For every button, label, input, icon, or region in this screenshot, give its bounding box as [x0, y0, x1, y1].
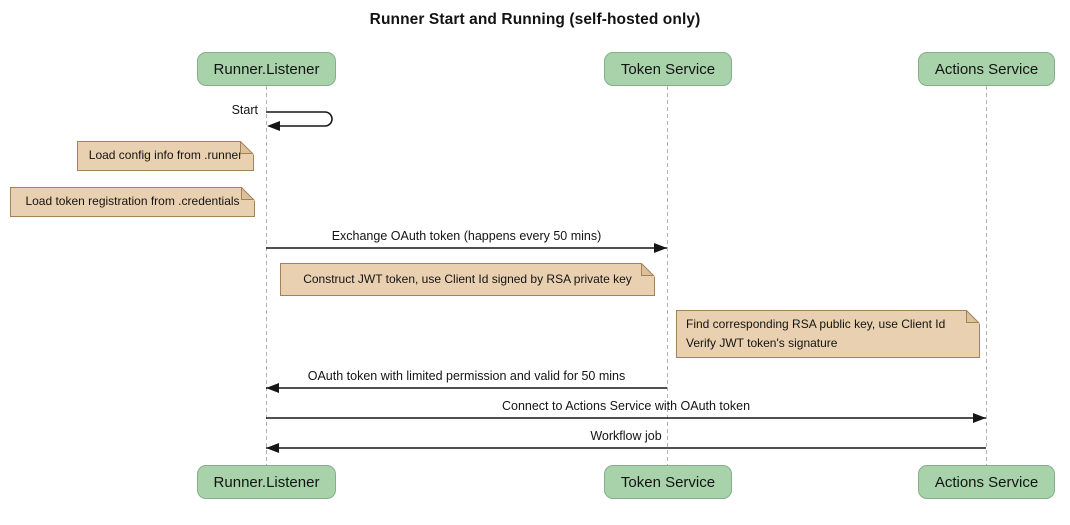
note-text: Load token registration from .credential… — [25, 194, 240, 209]
participant-bottom-runner-listener: Runner.Listener — [197, 465, 336, 499]
participant-bottom-token-service: Token Service — [604, 465, 732, 499]
message-label-start: Start — [231, 103, 258, 117]
self-message-loop — [266, 111, 333, 127]
message-label-workflow-job: Workflow job — [590, 429, 662, 443]
note-fold-corner-icon — [240, 141, 254, 155]
participant-top-token-service: Token Service — [604, 52, 732, 86]
note-fold-corner-icon — [241, 187, 255, 201]
note-fold-corner-icon — [641, 263, 655, 277]
note-fold-corner-icon — [966, 310, 980, 324]
participant-label: Token Service — [620, 473, 716, 491]
note-load-token-registration-from-credentials: Load token registration from .credential… — [10, 187, 255, 217]
message-label-connect-to-actions-service-with-oauth-token: Connect to Actions Service with OAuth to… — [501, 399, 751, 413]
note-text: Find corresponding RSA public key, use C… — [686, 316, 946, 350]
message-label-oauth-token-with-limited-permission-and-valid-for-50-mins: OAuth token with limited permission and … — [307, 369, 626, 383]
note-load-config-info-from-runner: Load config info from .runner — [77, 141, 254, 171]
participant-label: Actions Service — [934, 60, 1039, 78]
arrowhead-left-icon — [267, 121, 280, 131]
note-find-corresponding-rsa-public-key-use-cl: Find corresponding RSA public key, use C… — [676, 310, 980, 358]
note-text: Load config info from .runner — [88, 148, 243, 163]
participant-label: Token Service — [620, 60, 716, 78]
participant-label: Actions Service — [934, 473, 1039, 491]
participant-label: Runner.Listener — [213, 60, 320, 78]
participant-top-runner-listener: Runner.Listener — [197, 52, 336, 86]
participant-bottom-actions-service: Actions Service — [918, 465, 1055, 499]
message-label-exchange-oauth-token-happens-every-50-mins: Exchange OAuth token (happens every 50 m… — [331, 229, 602, 243]
participant-top-actions-service: Actions Service — [918, 52, 1055, 86]
note-text: Construct JWT token, use Client Id signe… — [303, 271, 632, 286]
note-construct-jwt-token-use-client-id-signed: Construct JWT token, use Client Id signe… — [280, 263, 655, 296]
diagram-title: Runner Start and Running (self-hosted on… — [369, 11, 701, 28]
participant-label: Runner.Listener — [213, 473, 320, 491]
